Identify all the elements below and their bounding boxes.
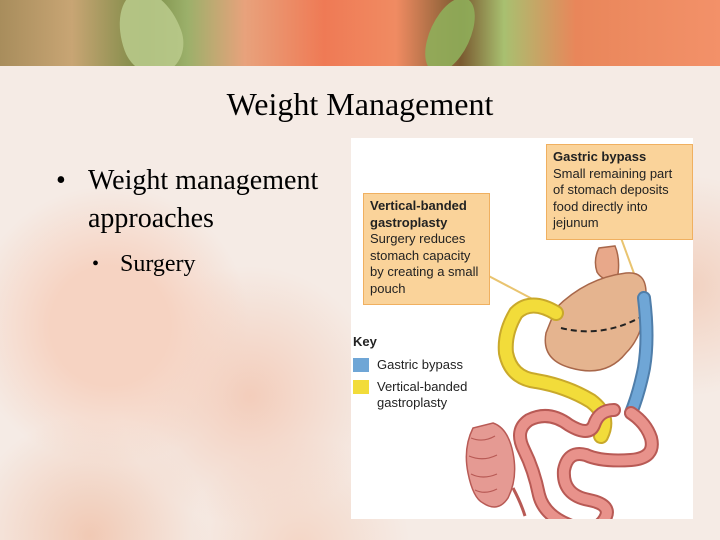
large-intestine <box>465 422 516 508</box>
callout-heading: Gastric bypass <box>553 149 647 164</box>
bullet-marker: • <box>56 165 66 196</box>
bypass-limb-blue <box>626 293 652 418</box>
callout-text: Small remaining part of stomach deposits… <box>553 165 673 231</box>
key-swatch <box>353 380 369 394</box>
key-item: Gastric bypass <box>353 357 503 373</box>
key-item: Vertical-banded gastroplasty <box>353 379 503 411</box>
key-swatch <box>353 358 369 372</box>
bullet-text: Weight management approaches <box>88 165 319 234</box>
callout-text: Surgery reduces stomach capacity by crea… <box>370 231 479 296</box>
diagram-key: Key Gastric bypass Vertical-banded gastr… <box>353 334 503 417</box>
vbg-callout: Vertical-banded gastroplasty Surgery red… <box>363 193 490 305</box>
stomach-intestine-illustration <box>465 237 659 519</box>
bullet-list: • Weight management approaches • Surgery <box>56 162 346 280</box>
key-label: Vertical-banded gastroplasty <box>377 379 468 410</box>
bullet-item: • Weight management approaches <box>56 162 346 238</box>
sub-bullet-item: • Surgery <box>92 248 346 280</box>
gastric-bypass-callout: Gastric bypass Small remaining part of s… <box>546 144 693 240</box>
sub-bullet-text: Surgery <box>120 251 196 277</box>
callout-heading: Vertical-banded gastroplasty <box>370 198 467 230</box>
duodenum-yellow <box>499 299 611 442</box>
peach-photo-band <box>0 0 720 66</box>
bullet-marker: • <box>92 253 100 275</box>
small-intestine <box>515 405 657 519</box>
appendix <box>511 487 527 517</box>
surgery-diagram: Gastric bypass Small remaining part of s… <box>351 138 693 519</box>
staple-line <box>560 317 640 333</box>
key-label: Gastric bypass <box>377 357 463 372</box>
slide-title: Weight Management <box>226 86 494 122</box>
key-title: Key <box>353 334 377 349</box>
